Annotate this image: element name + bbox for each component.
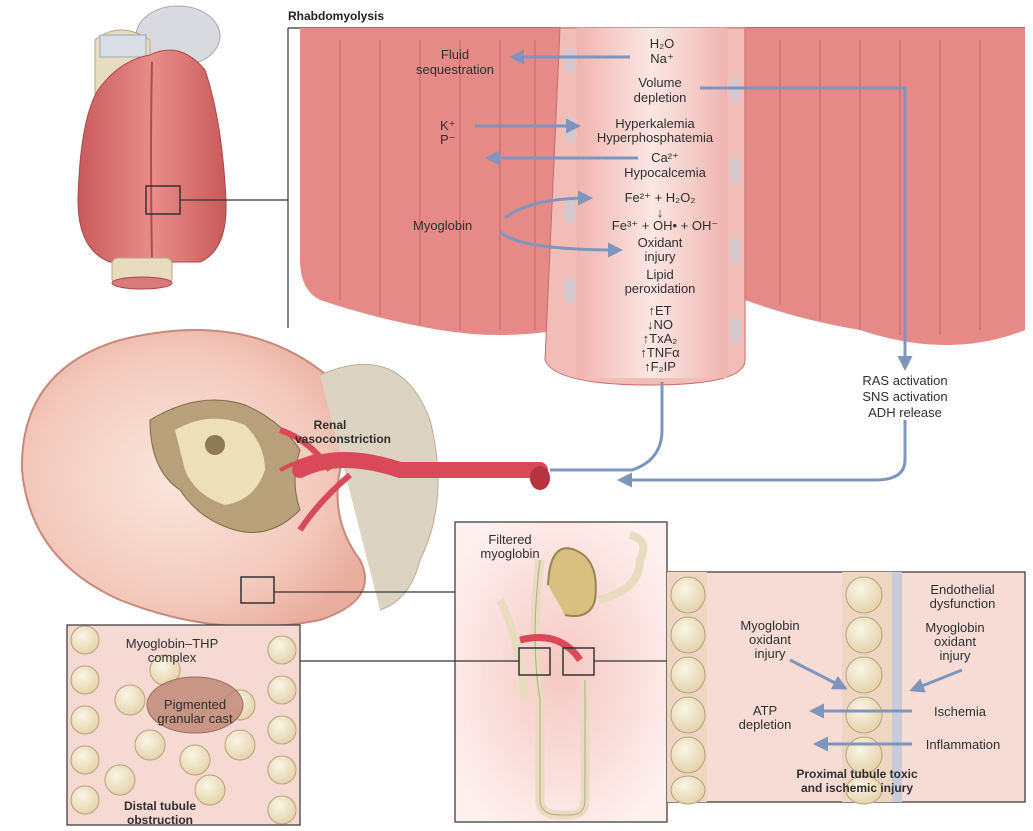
label-volume: Volume xyxy=(605,75,715,90)
label-ras: RAS activation xyxy=(825,373,985,388)
label-myoglobin-right: Myoglobin xyxy=(905,620,1005,635)
label-txa2: ↑TxA₂ xyxy=(625,331,695,346)
label-peroxidation: peroxidation xyxy=(600,281,720,296)
label-ischemic-injury: and ischemic injury xyxy=(772,781,942,795)
label-ca: Ca²⁺ xyxy=(630,150,700,165)
label-complex: complex xyxy=(112,650,232,665)
label-injury-left: injury xyxy=(725,646,815,661)
label-fenton-bottom: Fe³⁺ + OH• + OH⁻ xyxy=(585,218,745,233)
label-adh: ADH release xyxy=(825,405,985,420)
label-pigmented: Pigmented xyxy=(140,697,250,712)
label-oxidant-left: oxidant xyxy=(725,632,815,647)
label-proximal-tubule: Proximal tubule toxic xyxy=(772,767,942,781)
label-atp: ATP xyxy=(730,703,800,718)
label-renal: Renal xyxy=(300,418,360,432)
label-distal-tubule: Distal tubule xyxy=(100,799,220,813)
label-k: K⁺ xyxy=(440,118,456,133)
label-myoglobin: Myoglobin xyxy=(413,218,472,233)
label-hypocalcemia: Hypocalcemia xyxy=(600,165,730,180)
label-myoglobin-left: Myoglobin xyxy=(725,618,815,633)
label-sns: SNS activation xyxy=(825,389,985,404)
label-myoglobin-thp: Myoglobin–THP xyxy=(112,636,232,651)
label-injury: injury xyxy=(610,249,710,264)
label-oxidant: Oxidant xyxy=(610,235,710,250)
label-hyperphosphatemia: Hyperphosphatemia xyxy=(570,130,740,145)
panel-title: Rhabdomyolysis xyxy=(288,9,384,23)
label-vasoconstriction: vasoconstriction xyxy=(278,432,408,446)
label-et: ↑ET xyxy=(625,303,695,318)
label-lipid: Lipid xyxy=(610,267,710,282)
label-myoglobin-filtered: myoglobin xyxy=(468,546,552,561)
label-granular-cast: granular cast xyxy=(140,711,250,726)
label-filtered: Filtered xyxy=(470,532,550,547)
label-fenton-top: Fe²⁺ + H₂O₂ xyxy=(590,190,730,205)
label-endothelial: Endothelial xyxy=(900,582,1025,597)
label-inflammation: Inflammation xyxy=(903,737,1023,752)
label-ischemia: Ischemia xyxy=(910,704,1010,719)
label-f2ip: ↑F₂IP xyxy=(625,359,695,374)
label-sequestration: sequestration xyxy=(400,62,510,77)
label-tnfa: ↑TNFα xyxy=(625,345,695,360)
label-depletion: depletion xyxy=(605,90,715,105)
label-p: P⁻ xyxy=(440,132,456,147)
label-h2o: H₂O xyxy=(630,36,694,51)
label-na: Na⁺ xyxy=(630,51,694,66)
muscle-illustration xyxy=(78,6,288,289)
label-fluid: Fluid xyxy=(400,47,510,62)
label-obstruction: obstruction xyxy=(100,813,220,827)
label-oxidant-right: oxidant xyxy=(905,634,1005,649)
label-atp-depletion: depletion xyxy=(720,717,810,732)
label-hyperkalemia: Hyperkalemia xyxy=(570,116,740,131)
label-dysfunction: dysfunction xyxy=(900,596,1025,611)
label-injury-right: injury xyxy=(905,648,1005,663)
label-no: ↓NO xyxy=(625,317,695,332)
